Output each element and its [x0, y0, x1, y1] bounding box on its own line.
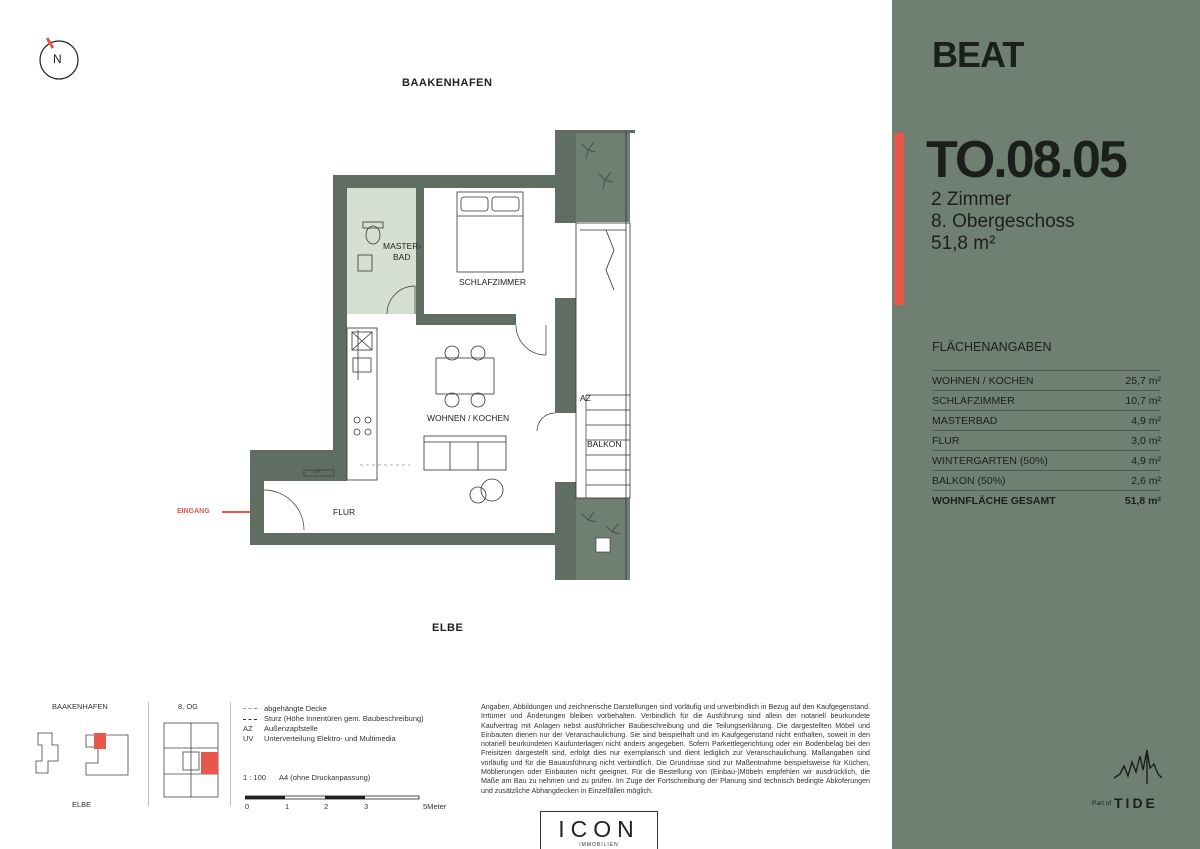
- wall-left: [333, 175, 347, 481]
- scale-note: A4 (ohne Druckanpassung): [279, 773, 371, 782]
- area-label: BALKON (50%): [932, 475, 1006, 487]
- north-label: N: [53, 52, 62, 66]
- room-masterbad-2: BAD: [393, 252, 411, 262]
- scale-tick: 5Meter: [423, 802, 447, 811]
- floor-plan: [250, 130, 635, 580]
- room-balkon: BALKON: [587, 439, 622, 449]
- site-label-bottom: ELBE: [72, 800, 92, 809]
- entrance-arrow: [222, 511, 250, 513]
- area-value: 10,7 m²: [1125, 395, 1161, 407]
- divider: [230, 702, 231, 806]
- area-label: WINTERGARTEN (50%): [932, 455, 1048, 467]
- floor-label: 8. OG: [178, 702, 199, 711]
- wall-top: [333, 175, 557, 188]
- wall-flur-top: [250, 450, 347, 481]
- unit-floor: 8. Obergeschoss: [931, 211, 1075, 232]
- area-row: BALKON (50%) 2,6 m²: [932, 470, 1161, 491]
- unit-id: TO.08.05: [926, 131, 1128, 189]
- area-value: 3,0 m²: [1131, 435, 1161, 447]
- brand-logo: BEAT: [932, 34, 1024, 75]
- scale-tick: 2: [324, 802, 329, 811]
- legend-item-code: UV: [243, 734, 254, 743]
- area-value: 4,9 m²: [1131, 455, 1161, 467]
- legend-item-code: AZ: [243, 724, 253, 733]
- wall-right-lower: [555, 482, 576, 580]
- room-flur: FLUR: [333, 507, 356, 517]
- tide-logo: TIDE: [1114, 795, 1158, 811]
- icon-logo-word: ICON: [558, 816, 640, 842]
- info-panel: [892, 0, 1200, 849]
- legend-dashed-light: [243, 708, 257, 709]
- tide-skyline-icon: [1113, 749, 1163, 784]
- masterbad-area: [347, 188, 417, 314]
- scale-bar: [245, 795, 420, 800]
- floor-key-icon: [163, 722, 219, 798]
- area-value: 25,7 m²: [1125, 375, 1161, 387]
- scale-tick: 0: [245, 802, 250, 811]
- scale-ratio: 1 : 100: [243, 773, 266, 782]
- area-row-total: WOHNFLÄCHE GESAMT 51,8 m²: [932, 490, 1161, 511]
- area-row: WINTERGARTEN (50%) 4,9 m²: [932, 450, 1161, 471]
- area-row: SCHLAFZIMMER 10,7 m²: [932, 390, 1161, 411]
- area-label: WOHNFLÄCHE GESAMT: [932, 495, 1056, 507]
- area-label: MASTERBAD: [932, 415, 998, 427]
- area-label: FLUR: [932, 435, 960, 447]
- accent-bar: [894, 133, 904, 305]
- room-wohnen: WOHNEN / KOCHEN: [427, 413, 510, 423]
- area-row: FLUR 3,0 m²: [932, 430, 1161, 451]
- wintergarten-plants: [576, 130, 630, 222]
- wall-right-middle: [555, 298, 576, 413]
- wall-bath: [416, 188, 424, 314]
- scale-tick: 3: [364, 802, 369, 811]
- kitchen: [346, 327, 378, 481]
- icon-immobilien-logo: ICON IMMOBILIEN: [540, 811, 658, 849]
- areas-title: FLÄCHENANGABEN: [932, 340, 1052, 354]
- part-of-label: Part of: [1092, 800, 1112, 807]
- area-label: WOHNEN / KOCHEN: [932, 375, 1034, 387]
- dining-table: [435, 345, 495, 408]
- room-masterbad-1: MASTER-: [383, 241, 422, 251]
- sofa: [423, 435, 507, 471]
- area-value: 2,6 m²: [1131, 475, 1161, 487]
- room-schlafzimmer: SCHLAFZIMMER: [459, 277, 527, 287]
- area-value: 4,9 m²: [1131, 415, 1161, 427]
- room-uv: UV: [314, 469, 320, 474]
- icon-logo-sub: IMMOBILIEN: [579, 842, 619, 848]
- north-arrow-icon: [39, 37, 79, 80]
- wall-bedroom-bottom: [416, 314, 516, 325]
- area-row: WOHNEN / KOCHEN 25,7 m²: [932, 370, 1161, 391]
- wall-right-upper: [555, 130, 576, 223]
- unit-area: 51,8 m²: [931, 233, 996, 254]
- scale-tick: 1: [285, 802, 290, 811]
- site-label-top: BAAKENHAFEN: [52, 702, 108, 711]
- wall-bottom: [250, 533, 558, 545]
- direction-bottom: ELBE: [432, 622, 464, 634]
- area-value: 51,8 m²: [1124, 495, 1161, 507]
- legend-dashed-dark: [243, 719, 257, 720]
- legend-item-text: Außenzapfstelle: [264, 724, 318, 733]
- legend-item-text: Unterverteilung Elektro- und Multimedia: [264, 734, 396, 743]
- unit-rooms: 2 Zimmer: [931, 189, 1012, 210]
- bed: [456, 191, 524, 273]
- disclaimer-text: Angaben, Abbildungen und zeichnerische D…: [481, 703, 870, 795]
- legend-item-text: abgehängte Decke: [264, 704, 327, 713]
- legend-item-text: Sturz (Höhe Innentüren gem. Baubeschreib…: [264, 714, 424, 723]
- entrance-label: EINGANG: [177, 508, 210, 515]
- site-plan-icon: [35, 732, 129, 776]
- area-label: SCHLAFZIMMER: [932, 395, 1015, 407]
- divider: [148, 702, 149, 806]
- wall-flur-left: [250, 450, 264, 545]
- room-az: AZ: [580, 393, 591, 403]
- direction-top: BAAKENHAFEN: [402, 77, 493, 89]
- area-row: MASTERBAD 4,9 m²: [932, 410, 1161, 431]
